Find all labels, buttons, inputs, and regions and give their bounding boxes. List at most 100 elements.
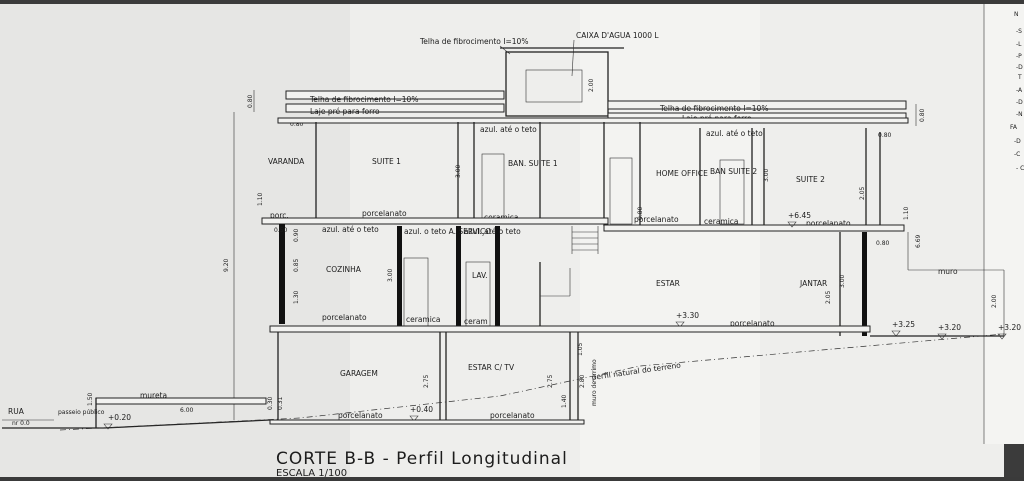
side-note: -L bbox=[1016, 41, 1022, 48]
column bbox=[279, 224, 285, 324]
side-notes: N -S -L -P -D T -A -D -N FA -D -C - C bbox=[1010, 11, 1024, 172]
column bbox=[495, 226, 500, 326]
floor-porcelanato-2: porcelanato bbox=[634, 215, 679, 224]
dim-030: 0.30 bbox=[267, 396, 274, 410]
label-rua: RUA bbox=[8, 407, 25, 416]
dim-upper-height-1: 3.00 bbox=[455, 164, 462, 178]
dim-left-eave: 0.80 bbox=[247, 94, 254, 108]
level-marker bbox=[675, 321, 685, 328]
title-main: CORTE B-B - Perfil Longitudinal bbox=[276, 449, 568, 469]
dim-tank-height: 2.00 bbox=[588, 78, 595, 92]
dim-left-overhang: 0.80 bbox=[290, 121, 304, 128]
column bbox=[862, 232, 867, 336]
column bbox=[397, 226, 402, 326]
dim-085: 0.85 bbox=[293, 258, 300, 272]
level-330: +3.30 bbox=[676, 311, 699, 320]
side-note: -C bbox=[1014, 151, 1020, 158]
side-note: - C bbox=[1016, 165, 1024, 172]
room-varanda: VARANDA bbox=[268, 157, 305, 166]
side-note: -P bbox=[1016, 53, 1022, 60]
room-jantar: JANTAR bbox=[799, 279, 827, 288]
side-note: -N bbox=[1016, 111, 1023, 118]
dim-130: 1.30 bbox=[293, 290, 300, 304]
middle-floor-slab bbox=[269, 325, 871, 333]
dim-031: 0.31 bbox=[277, 396, 284, 410]
note-azulejo-3: azul. até o teto bbox=[322, 225, 379, 234]
note-azulejo-1: azul. até o teto bbox=[480, 125, 537, 134]
level-040: +0.40 bbox=[410, 405, 433, 414]
dim-right-overhang: 0.80 bbox=[878, 132, 892, 139]
floor-porcelanato-5: porcelanato bbox=[730, 319, 775, 328]
label-mureta: mureta bbox=[140, 391, 167, 400]
dim-050: 0.50 bbox=[274, 227, 288, 234]
mureta-wall bbox=[95, 397, 267, 405]
ground-floor-slab bbox=[269, 419, 585, 425]
water-tank-note: CAIXA D'AGUA 1000 L bbox=[576, 31, 659, 40]
dim-280: 2.80 bbox=[579, 374, 586, 388]
note-azulejo-2: azul. até o teto bbox=[706, 129, 763, 138]
level-marker bbox=[103, 423, 113, 430]
side-note: T bbox=[1017, 74, 1022, 81]
side-note: -D bbox=[1016, 64, 1023, 71]
dim-right-lower-overhang: 0.80 bbox=[876, 240, 890, 247]
label-muro-arrimo: muro de arrimo bbox=[591, 359, 598, 406]
floor-ceramica-3: ceramica bbox=[406, 315, 441, 324]
floor-porcelanato-6: porcelanato bbox=[338, 411, 383, 420]
room-estar: ESTAR bbox=[656, 279, 680, 288]
label-muro: muro bbox=[938, 267, 958, 276]
paper-fold-mid bbox=[580, 4, 760, 477]
dim-garage-height: 2.75 bbox=[423, 374, 430, 388]
left-ceiling-slab bbox=[285, 103, 505, 113]
side-note: -D bbox=[1016, 99, 1023, 106]
dim-669: 6.69 bbox=[915, 234, 922, 248]
floor-porcelanato-7: porcelanato bbox=[490, 411, 535, 420]
level-marker bbox=[891, 330, 901, 337]
level-320a: +3.20 bbox=[938, 323, 961, 332]
side-note: -S bbox=[1016, 28, 1022, 35]
level-325: +3.25 bbox=[892, 320, 915, 329]
floor-ceramica-2: ceramica bbox=[704, 217, 739, 226]
room-lavabo: LAV. bbox=[472, 271, 488, 280]
room-garagem: GARAGEM bbox=[340, 369, 378, 378]
dim-middle-height-2: 3.00 bbox=[839, 274, 846, 288]
level-645: +6.45 bbox=[788, 211, 811, 220]
dim-step: 0.80 bbox=[637, 206, 644, 220]
floor-porcelanato-3: porcelanato bbox=[806, 219, 851, 228]
dim-600: 6.00 bbox=[180, 407, 194, 414]
dim-middle-height: 3.00 bbox=[387, 268, 394, 282]
left-roof-note: Telha de fibrocimento I=10% bbox=[309, 95, 418, 104]
note-azulejo-lav: azul. até o teto bbox=[464, 227, 521, 236]
right-roof-slab bbox=[607, 100, 907, 110]
upper-floor-slab-right bbox=[603, 224, 905, 232]
room-ban-suite-1: BAN. SUITE 1 bbox=[508, 159, 558, 168]
water-tank bbox=[525, 69, 583, 103]
side-notes-strip bbox=[984, 4, 1024, 444]
upper-ceiling bbox=[277, 117, 909, 124]
floor-porcelanato-1: porcelanato bbox=[362, 209, 407, 218]
room-suite-2: SUITE 2 bbox=[796, 175, 825, 184]
floor-ceram: ceram bbox=[464, 317, 488, 326]
level-020: +0.20 bbox=[108, 413, 131, 422]
dim-parapet-left: 1.10 bbox=[257, 192, 264, 206]
dim-150: 1.50 bbox=[87, 392, 94, 406]
left-roof-slab bbox=[285, 90, 505, 100]
right-roof-note: Telha de fibrocimento I=10% bbox=[659, 104, 768, 113]
level-320b: +3.20 bbox=[998, 323, 1021, 332]
dim-total-height: 9.20 bbox=[223, 258, 230, 272]
level-marker bbox=[409, 415, 419, 422]
label-passeio: passeio público bbox=[58, 409, 105, 416]
side-note: FA bbox=[1010, 124, 1018, 131]
room-area-servico: azul. o teto A. SERVIÇO bbox=[404, 227, 491, 236]
drawing-title: CORTE B-B - Perfil Longitudinal ESCALA 1… bbox=[276, 449, 568, 479]
dim-right-eave: 0.80 bbox=[919, 108, 926, 122]
roof-structure: Telha de fibrocimento I=10% CAIXA D'AGUA… bbox=[247, 31, 926, 139]
floor-porc: porc. bbox=[270, 211, 289, 220]
side-note: -A bbox=[1016, 87, 1023, 94]
dim-parapet-right: 1.10 bbox=[903, 206, 910, 220]
title-scale: ESCALA 1/100 bbox=[276, 468, 347, 477]
dim-105: 1.05 bbox=[577, 342, 584, 356]
room-ban-suite-2: BAN SUITE 2 bbox=[710, 167, 757, 176]
dim-140: 1.40 bbox=[561, 394, 568, 408]
